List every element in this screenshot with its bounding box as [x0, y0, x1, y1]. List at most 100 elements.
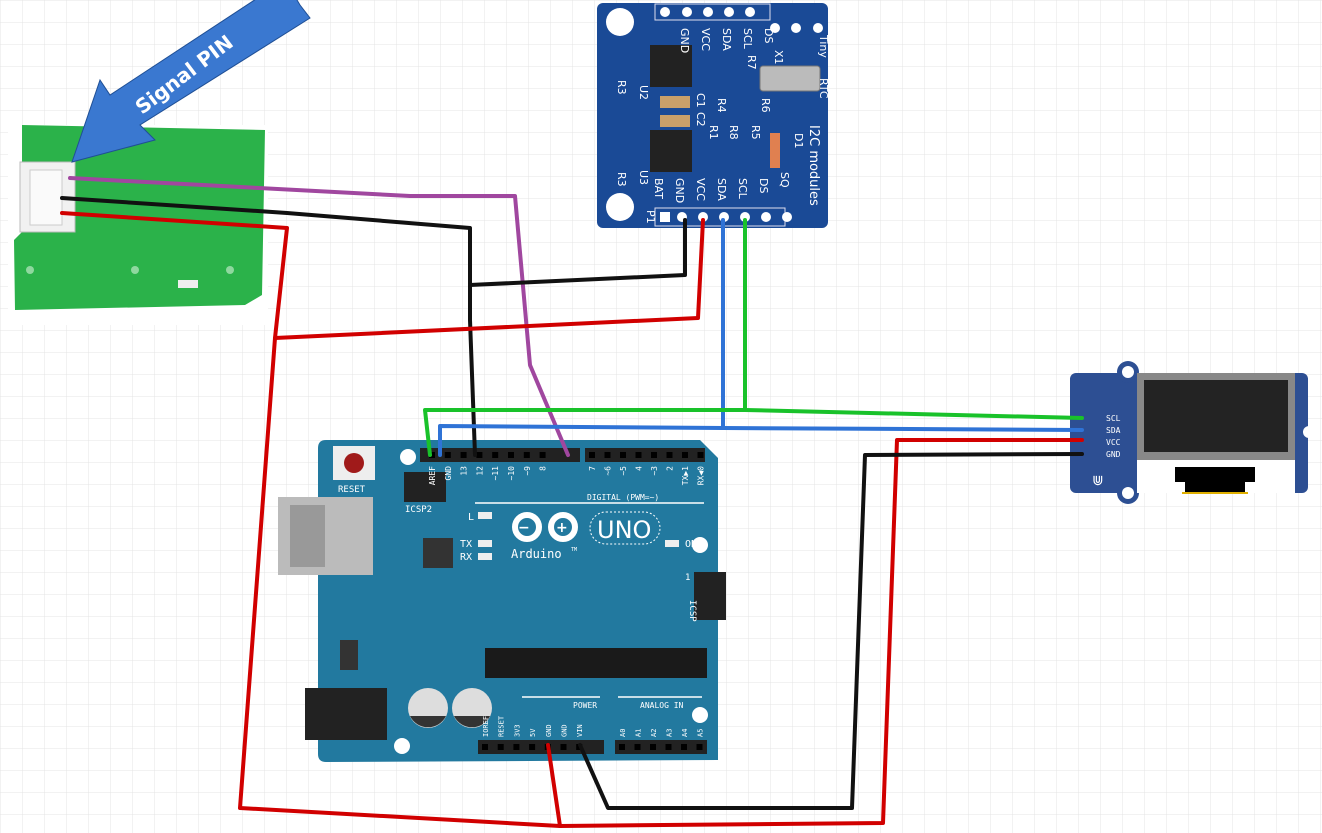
svg-text:TX: TX [460, 539, 472, 550]
digital-pin-label: 13 [460, 466, 469, 476]
svg-text:SCL: SCL [736, 178, 749, 200]
svg-text:DS: DS [757, 178, 770, 193]
analog-pin-label: A3 [666, 729, 674, 737]
oled-screen [1144, 380, 1288, 452]
power-pin [482, 744, 488, 750]
power-pin [497, 744, 504, 750]
digital-pin-label: ~11 [491, 466, 500, 481]
power-pin [513, 744, 520, 750]
svg-text:I2C modules: I2C modules [806, 125, 821, 206]
digital-pin [697, 452, 704, 458]
svg-text:RX: RX [460, 552, 472, 563]
digital-pin-label: 4 [635, 466, 644, 471]
digital-header-1 [420, 448, 580, 462]
power-pin-label: 5V [529, 728, 537, 737]
digital-header-2 [585, 448, 705, 462]
arrow-icon [71, 0, 311, 163]
power-pin-label: VIN [576, 724, 584, 737]
svg-text:U2: U2 [637, 85, 650, 100]
digital-pin-label: ~6 [604, 466, 613, 476]
analog-pin [634, 744, 641, 750]
svg-text:GND: GND [1106, 450, 1121, 459]
svg-text:GND: GND [678, 28, 691, 53]
digital-pin [476, 452, 483, 458]
svg-text:1: 1 [685, 573, 690, 583]
analog-pin [696, 744, 703, 750]
wire-gnd-black-oled [578, 452, 1084, 810]
svg-text:SQ: SQ [778, 172, 791, 188]
svg-text:VCC: VCC [694, 178, 707, 201]
wire-gnd-black-sensor [60, 196, 477, 457]
digital-pin-label: 8 [539, 466, 548, 471]
svg-text:R8: R8 [727, 125, 740, 140]
svg-text:POWER: POWER [573, 701, 597, 710]
power-header [478, 740, 604, 754]
svg-text:D1: D1 [792, 133, 805, 148]
digital-pin [460, 452, 467, 458]
analog-pin-label: A5 [697, 729, 705, 737]
wires [60, 176, 1084, 828]
svg-text:R1: R1 [707, 125, 720, 140]
svg-text:C1: C1 [694, 93, 707, 108]
digital-pin [523, 452, 530, 458]
digital-pin [682, 452, 688, 458]
analog-pin-label: A1 [635, 729, 643, 737]
power-jack [305, 688, 387, 740]
digital-pin-label: 2 [666, 466, 675, 471]
digital-pin [508, 452, 514, 458]
svg-text:P2: P2 [615, 9, 630, 23]
svg-text:BAT: BAT [652, 178, 665, 199]
rtc-module: P2 GND VCC SDA SCL DS R7 X1 Tiny RTC R3 … [597, 3, 830, 228]
analog-header [615, 740, 707, 754]
svg-text:Tiny: Tiny [817, 34, 830, 58]
svg-text:X1: X1 [772, 50, 785, 65]
svg-text:R6: R6 [759, 98, 772, 113]
digital-pin [492, 452, 499, 458]
digital-pin-label: 7 [588, 466, 597, 471]
power-pin [560, 744, 567, 750]
digital-pin-label: AREF [428, 466, 437, 485]
digital-pin [539, 452, 546, 458]
analog-pin [650, 744, 656, 750]
svg-text:Arduino: Arduino [511, 547, 562, 561]
wire-scl-green-oled [743, 408, 1084, 420]
svg-text:U3: U3 [637, 170, 650, 185]
svg-text:R3: R3 [615, 172, 628, 187]
svg-text:R3: R3 [615, 80, 628, 95]
digital-pin-label: RX◀0 [697, 466, 706, 485]
analog-pin-label: A2 [650, 729, 658, 737]
digital-pin [444, 452, 451, 458]
wire-vcc-red-main [238, 336, 562, 828]
digital-pin-label: GND [444, 466, 453, 481]
wire-scl-green [423, 218, 747, 457]
svg-text:L: L [468, 512, 474, 523]
analog-pin-label: A0 [619, 729, 627, 737]
svg-text:GND: GND [673, 178, 686, 203]
analog-pin [619, 744, 625, 750]
svg-text:SCL: SCL [741, 28, 754, 50]
digital-pin [651, 452, 657, 458]
svg-text:DIGITAL (PWM=~): DIGITAL (PWM=~) [587, 493, 659, 502]
svg-text:ANALOG IN: ANALOG IN [640, 701, 684, 710]
analog-pin-label: A4 [681, 729, 689, 737]
wire-vcc-red-oled [558, 438, 1084, 828]
svg-text:SDA: SDA [720, 28, 733, 51]
svg-text:ON: ON [685, 539, 697, 550]
digital-pin [620, 452, 626, 458]
digital-pin [666, 452, 673, 458]
svg-text:ICSP2: ICSP2 [405, 505, 432, 515]
wire-sda-blue-oled [721, 426, 1084, 432]
svg-text:SCL: SCL [1106, 414, 1121, 423]
power-pin-label: GND [545, 724, 553, 737]
wire-signal-purple [68, 176, 570, 457]
power-pin-label: RESET [498, 715, 506, 737]
svg-text:R4: R4 [715, 98, 728, 113]
digital-pin-label: ~9 [523, 466, 532, 476]
svg-text:SDA: SDA [715, 178, 728, 201]
oled-display-module: SCL SDA VCC GND ⋓ [1070, 361, 1315, 504]
svg-text:UNO: UNO [597, 516, 651, 544]
arduino-logo-icon [512, 512, 578, 542]
svg-text:R5: R5 [749, 125, 762, 140]
grove-logo-icon: ⋓ [1092, 473, 1104, 489]
